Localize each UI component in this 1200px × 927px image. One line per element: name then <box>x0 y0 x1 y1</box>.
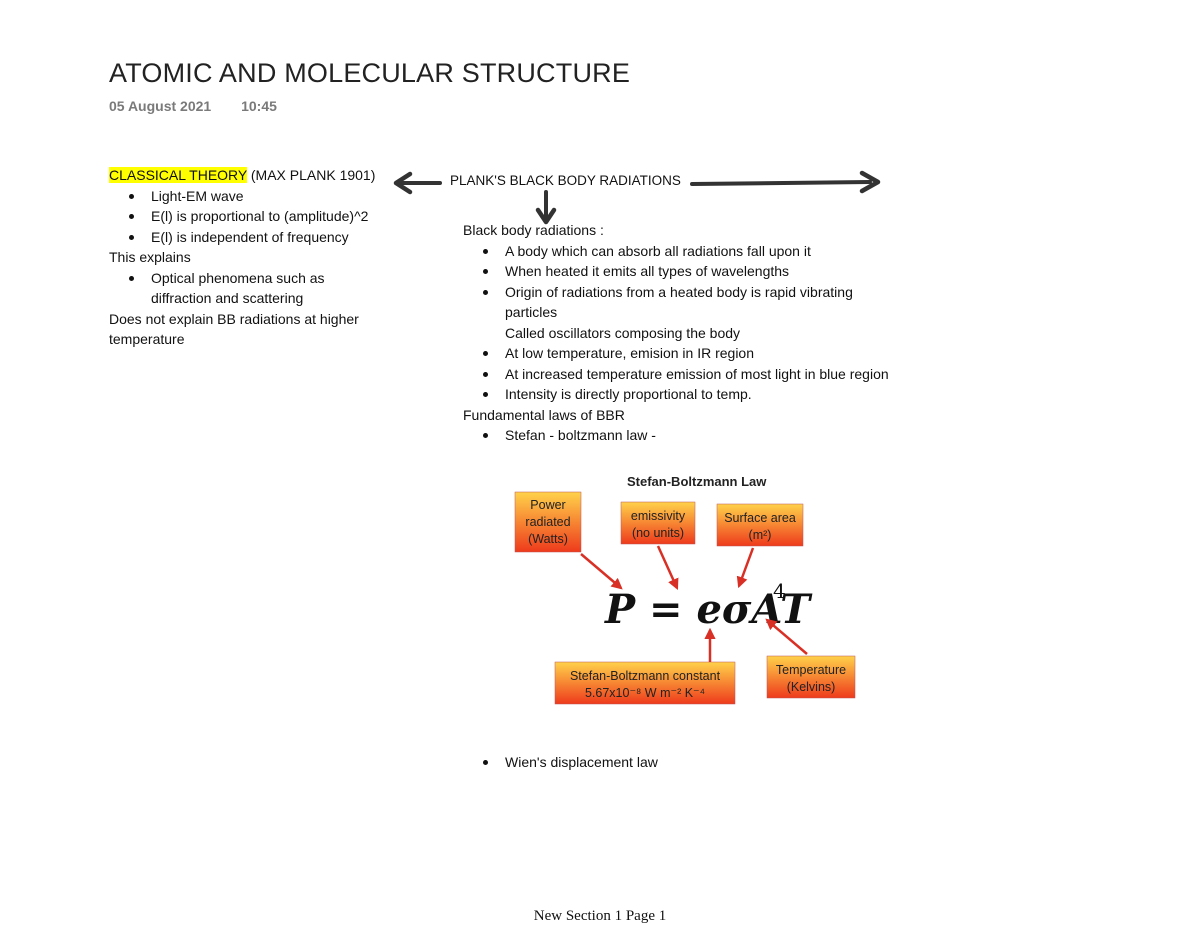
list-item: At low temperature, emision in IR region <box>463 343 913 364</box>
list-item: Stefan - boltzmann law - <box>463 425 913 446</box>
classical-heading-rest: (MAX PLANK 1901) <box>246 167 376 183</box>
equation-exponent: 4 <box>773 579 786 603</box>
right-arrow-icon <box>690 170 881 194</box>
list-item: Wien's displacement law <box>463 752 913 773</box>
page-time: 10:45 <box>241 98 277 114</box>
list-item: E(l) is independent of frequency <box>109 227 409 248</box>
power-box-line3: (Watts) <box>528 532 568 546</box>
left-arrow-icon <box>393 171 442 195</box>
emissivity-box: emissivity (no units) <box>620 501 696 545</box>
area-box: Surface area (m²) <box>716 503 804 547</box>
list-item: Origin of radiations from a heated body … <box>463 282 905 323</box>
power-box-line2: radiated <box>525 515 570 529</box>
power-box-line1: Power <box>530 498 565 512</box>
wien-list: Wien's displacement law <box>463 752 913 773</box>
blackbody-block: Black body radiations : A body which can… <box>463 220 913 446</box>
page-title: ATOMIC AND MOLECULAR STRUCTURE <box>109 58 631 88</box>
explains-label: This explains <box>109 249 191 265</box>
list-item: Intensity is directly proportional to te… <box>463 384 913 405</box>
page-dateline: 05 August 2021 10:45 <box>109 98 277 114</box>
list-item: A body which can absorb all radiations f… <box>463 241 913 262</box>
arrow-power <box>580 553 623 590</box>
area-box-line1: Surface area <box>724 511 796 525</box>
temperature-box-line2: (Kelvins) <box>787 680 836 694</box>
constant-box-line2: 5.67x10⁻⁸ W m⁻² K⁻⁴ <box>585 686 705 700</box>
list-item: When heated it emits all types of wavele… <box>463 261 913 282</box>
equation-text: P = eσAT <box>604 586 813 633</box>
figure-arrows <box>580 545 808 662</box>
down-arrow-icon <box>535 190 557 225</box>
classical-theory-block: CLASSICAL THEORY (MAX PLANK 1901) Light-… <box>109 165 409 350</box>
laws-list: Stefan - boltzmann law - <box>463 425 913 446</box>
arrow-emissivity <box>656 545 679 591</box>
oscillators-line: Called oscillators composing the body <box>505 324 741 341</box>
equation: P = eσAT 4 <box>604 579 813 633</box>
figure-title: Stefan-Boltzmann Law <box>627 474 767 489</box>
list-item: Light-EM wave <box>109 186 409 207</box>
list-item: E(l) is proportional to (amplitude)^2 <box>109 206 409 227</box>
power-box: Power radiated (Watts) <box>514 491 582 553</box>
bb-label: Black body radiations : <box>463 222 604 238</box>
temperature-box: Temperature (Kelvins) <box>766 655 856 699</box>
emissivity-box-line2: (no units) <box>632 526 684 540</box>
temperature-box-line1: Temperature <box>776 663 846 677</box>
stefan-boltzmann-figure: Stefan-Boltzmann Law Power radiated (Wat… <box>514 474 856 705</box>
explains-bullets: Optical phenomena such as diffraction an… <box>109 268 409 309</box>
page-date: 05 August 2021 <box>109 98 212 114</box>
not-explains-note: Does not explain BB radiations at higher… <box>109 310 359 348</box>
arrow-area <box>736 547 755 589</box>
plank-heading: PLANK'S BLACK BODY RADIATIONS <box>450 173 681 188</box>
bb-bullets: A body which can absorb all radiations f… <box>463 241 913 323</box>
list-item: At increased temperature emission of mos… <box>463 364 905 385</box>
list-item: Optical phenomena such as diffraction an… <box>109 268 361 309</box>
bb-bullets-2: At low temperature, emision in IR region… <box>463 343 913 405</box>
constant-box-line1: Stefan-Boltzmann constant <box>570 669 721 683</box>
classical-heading-highlight: CLASSICAL THEORY <box>109 167 247 183</box>
constant-box: Stefan-Boltzmann constant 5.67x10⁻⁸ W m⁻… <box>554 661 736 705</box>
classical-bullets: Light-EM wave E(l) is proportional to (a… <box>109 186 409 248</box>
emissivity-box-line1: emissivity <box>631 509 686 523</box>
classical-heading: CLASSICAL THEORY (MAX PLANK 1901) <box>109 165 409 186</box>
wien-block: Wien's displacement law <box>463 752 913 773</box>
area-box-line2: (m²) <box>749 528 772 542</box>
page-footer: New Section 1 Page 1 <box>533 908 667 924</box>
arrow-temperature <box>765 618 808 655</box>
laws-label: Fundamental laws of BBR <box>463 406 625 423</box>
